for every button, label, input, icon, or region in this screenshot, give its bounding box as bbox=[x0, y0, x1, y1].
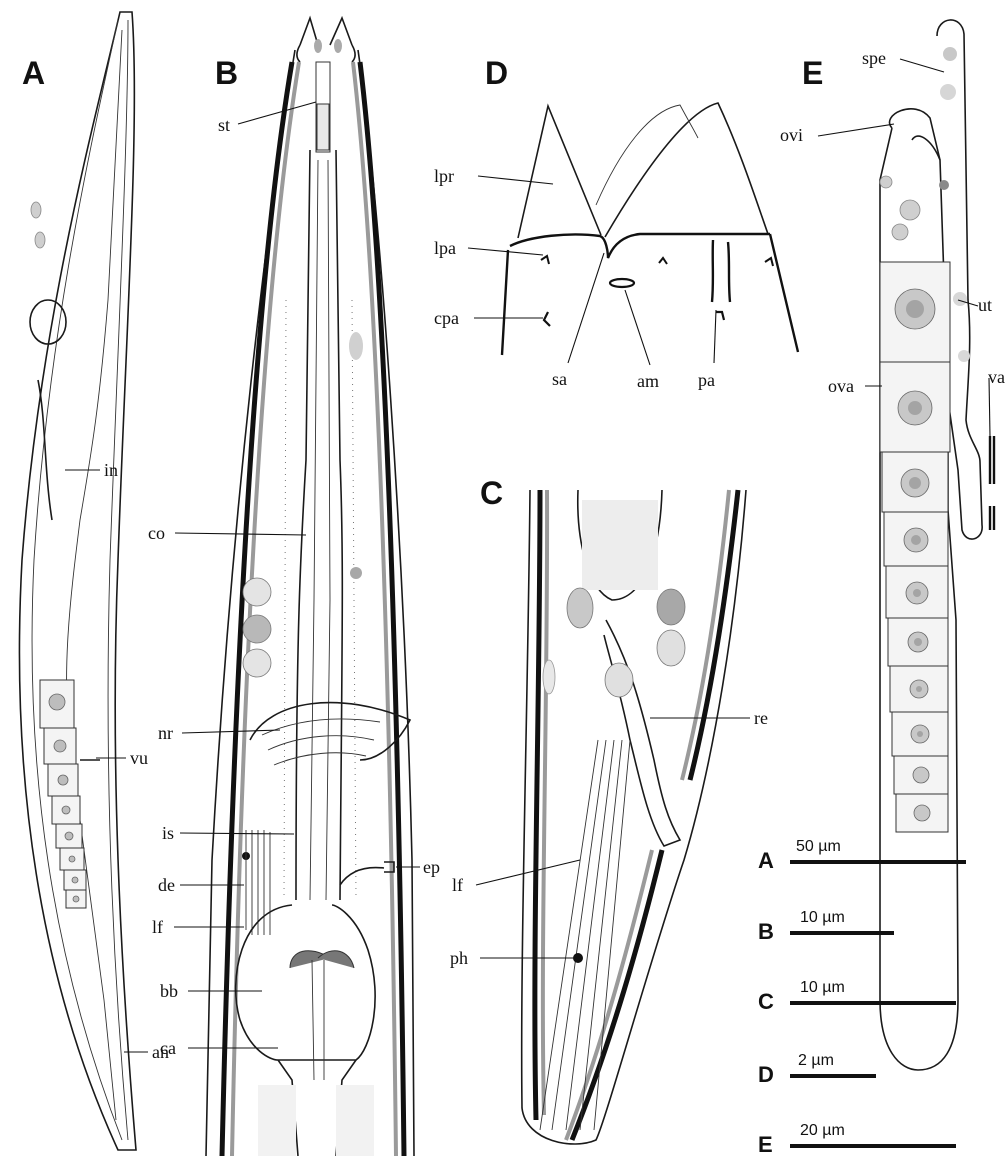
scale-bar-d-label: 2 µm bbox=[798, 1052, 834, 1069]
scale-bars: A 50 µm B 10 µm C 10 µm D 2 µm E 20 µm bbox=[758, 838, 966, 1156]
scale-bar-e: E 20 µm bbox=[758, 1122, 956, 1156]
panel-d-head-drawing bbox=[502, 103, 798, 355]
panel-c-letter: C bbox=[480, 475, 503, 511]
label-b-co: co bbox=[148, 523, 165, 543]
scale-bar-e-label: 20 µm bbox=[800, 1122, 845, 1139]
scale-bar-b: B 10 µm bbox=[758, 909, 894, 944]
panel-d-letter: D bbox=[485, 55, 508, 91]
panel-c-tail-drawing bbox=[522, 490, 746, 1144]
label-c-ph: ph bbox=[450, 948, 468, 968]
scale-bar-c-label: 10 µm bbox=[800, 979, 845, 996]
scale-bar-b-letter: B bbox=[758, 919, 774, 944]
label-d-pa: pa bbox=[698, 370, 715, 390]
label-d-lpr: lpr bbox=[434, 166, 454, 186]
label-e-spe: spe bbox=[862, 48, 886, 68]
label-e-va: va bbox=[988, 367, 1005, 387]
label-e-ut: ut bbox=[978, 295, 992, 315]
label-b-lf: lf bbox=[152, 917, 163, 937]
label-b-bb: bb bbox=[160, 981, 178, 1001]
label-d-sa: sa bbox=[552, 369, 567, 389]
panel-c: C re lf ph bbox=[450, 475, 768, 1144]
label-d-am: am bbox=[637, 371, 659, 391]
label-d-cpa: cpa bbox=[434, 308, 459, 328]
label-b-de: de bbox=[158, 875, 175, 895]
scale-bar-c-letter: C bbox=[758, 989, 774, 1014]
scale-bar-c: C 10 µm bbox=[758, 979, 956, 1014]
label-d-lpa: lpa bbox=[434, 238, 456, 258]
label-b-st: st bbox=[218, 115, 230, 135]
panel-b-body-drawing bbox=[206, 18, 414, 1156]
scale-bar-a-label: 50 µm bbox=[796, 838, 841, 855]
scale-bar-e-letter: E bbox=[758, 1132, 773, 1156]
label-b-nr: nr bbox=[158, 723, 173, 743]
scale-bar-b-label: 10 µm bbox=[800, 909, 845, 926]
scale-bar-a-letter: A bbox=[758, 848, 774, 873]
panel-e-letter: E bbox=[802, 55, 823, 91]
scale-bar-d: D 2 µm bbox=[758, 1052, 876, 1087]
label-b-is: is bbox=[162, 823, 174, 843]
label-a-vu: vu bbox=[130, 748, 148, 768]
panel-a-body-drawing bbox=[19, 12, 136, 1150]
panel-a-letter: A bbox=[22, 55, 45, 91]
label-e-ovi: ovi bbox=[780, 125, 803, 145]
panel-d: D lpr lpa cpa sa am pa bbox=[434, 55, 798, 391]
panel-a: A bbox=[19, 12, 169, 1150]
label-b-ca: ca bbox=[160, 1038, 176, 1058]
panel-e-gonad-drawing bbox=[880, 20, 994, 1070]
scale-bar-d-letter: D bbox=[758, 1062, 774, 1087]
scale-bar-a: A 50 µm bbox=[758, 838, 966, 873]
panel-b-letter: B bbox=[215, 55, 238, 91]
label-e-ova: ova bbox=[828, 376, 854, 396]
label-a-in: in bbox=[104, 460, 118, 480]
label-b-ep: ep bbox=[423, 857, 440, 877]
label-c-re: re bbox=[754, 708, 768, 728]
label-c-lf: lf bbox=[452, 875, 463, 895]
panel-b: B bbox=[148, 18, 440, 1156]
